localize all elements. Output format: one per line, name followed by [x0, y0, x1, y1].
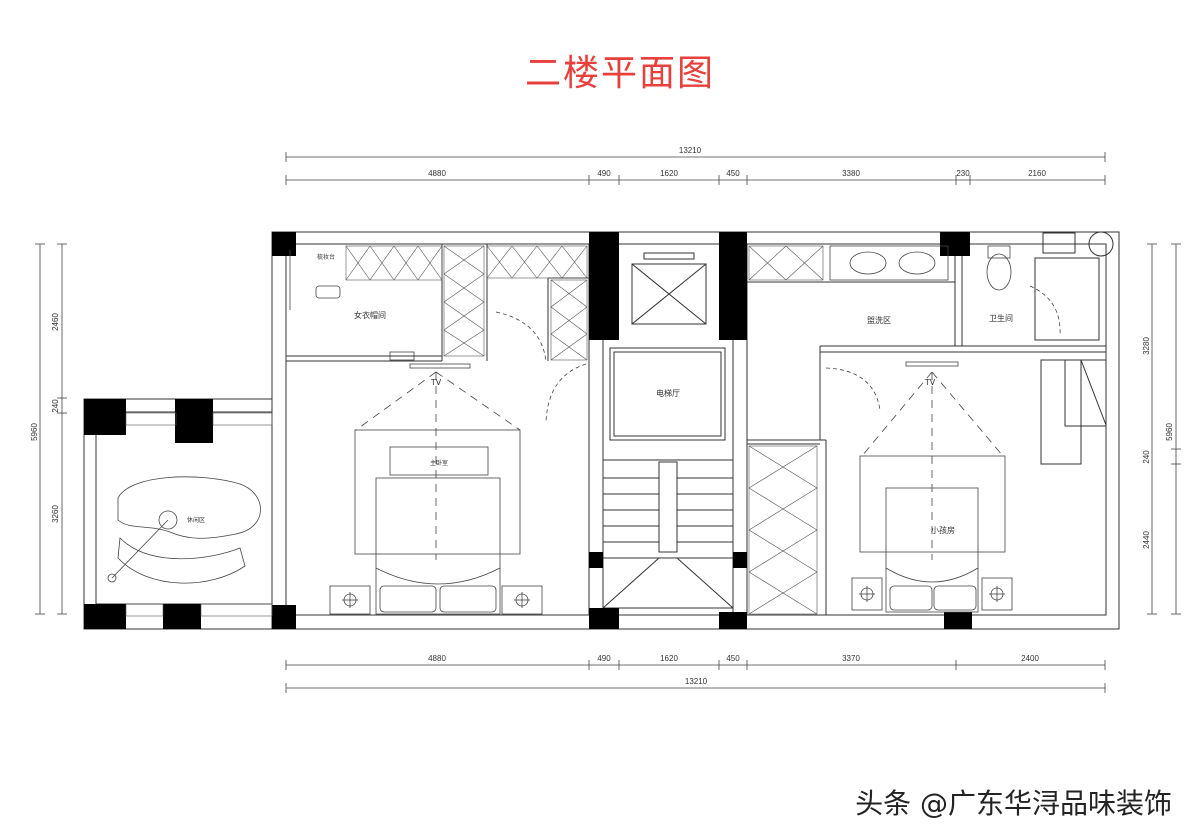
dim-top-2: 490: [597, 169, 611, 178]
cabinets: [125, 245, 824, 617]
furniture: [107, 245, 1061, 615]
dim-bottom-total: 13210: [685, 677, 708, 686]
dim-left-2: 240: [51, 399, 60, 413]
dim-left-total: 5960: [30, 423, 39, 441]
room-elevator-label: 电梯厅: [656, 388, 680, 398]
dim-top-total: 13210: [679, 146, 702, 155]
dim-top-3: 1620: [660, 169, 678, 178]
room-wash-label: 盥洗区: [867, 315, 891, 325]
room-small-label: 小孩房: [931, 525, 955, 535]
dim-top-5: 3380: [842, 169, 860, 178]
dim-bottom-2: 490: [597, 654, 611, 663]
dim-bottom-5: 3370: [842, 654, 860, 663]
dim-bottom-6: 2400: [1021, 654, 1039, 663]
watermark: 头条 @广东华浔品味装饰: [855, 787, 1172, 820]
dim-right-3: 2440: [1142, 531, 1151, 549]
dimension-lines: [35, 152, 1181, 693]
dim-top-1: 4880: [428, 169, 446, 178]
room-cabinet-label: 梳妆台: [317, 253, 335, 261]
room-closet-label: 女衣帽间: [354, 310, 386, 320]
tv-label-master: TV: [430, 378, 442, 387]
dim-top-6: 230: [956, 169, 970, 178]
dim-right-total: 5960: [1165, 423, 1174, 441]
dim-bottom-1: 4880: [428, 654, 446, 663]
room-wc-label: 卫生间: [989, 313, 1013, 323]
room-master-label: 主卧室: [430, 459, 448, 467]
room-balcony-label: 休闲区: [187, 516, 205, 524]
dim-top-7: 2160: [1028, 169, 1046, 178]
dim-left-3: 3260: [51, 505, 60, 523]
dim-bottom-4: 450: [726, 654, 740, 663]
dim-right-1: 3280: [1142, 337, 1151, 355]
tv-label-small: TV: [924, 378, 936, 387]
dim-right-2: 240: [1142, 450, 1151, 464]
dim-top-4: 450: [726, 169, 740, 178]
pillars: [84, 232, 972, 629]
dim-left-1: 2460: [51, 313, 60, 331]
dim-bottom-3: 1620: [660, 654, 678, 663]
page-title: 二楼平面图: [524, 53, 715, 94]
